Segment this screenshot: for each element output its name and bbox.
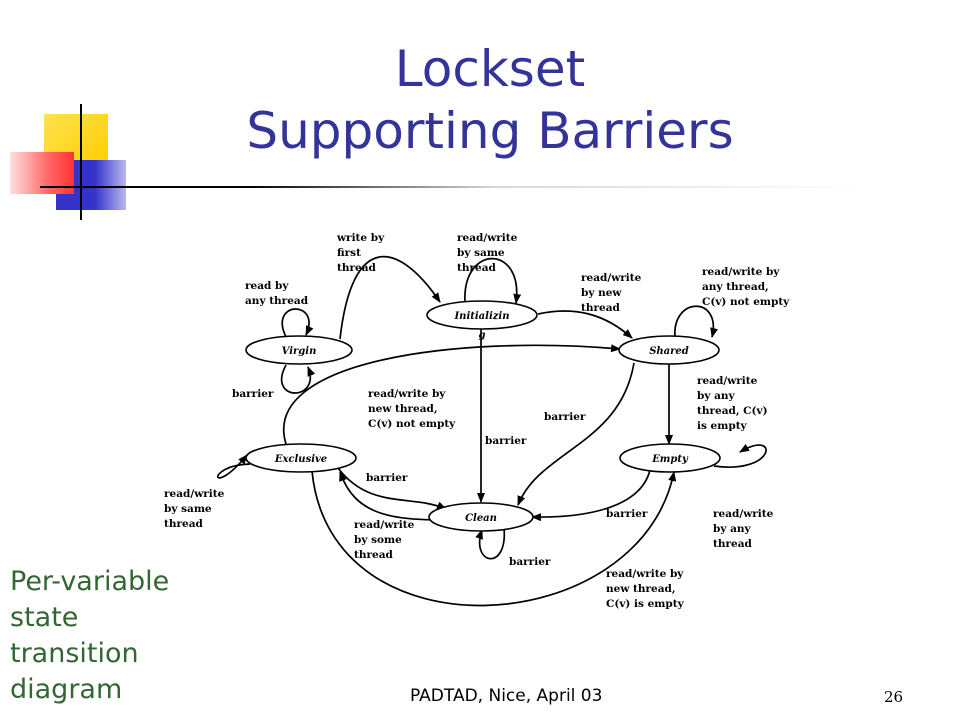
state-clean: Clean [428,502,534,532]
edge-initializing-to-shared [537,310,633,339]
state-label-empty: Empty [651,454,689,465]
edge-exclusive-to-shared [282,344,621,445]
label-barrier-exclusive: barrier [366,472,408,484]
label-rw-any-thread-cv-not-empty: read/write by any thread, C(v) not empty [702,266,790,308]
label-barrier-empty: barrier [606,508,648,520]
label-barrier-initializing: barrier [485,435,527,447]
label-barrier-virgin: barrier [232,388,274,400]
footer-text: PADTAD, Nice, April 03 [410,686,603,706]
edge-shared-to-clean [517,362,635,506]
diagram-caption: Per-variable state transition diagram [10,566,170,705]
label-read-by-any-thread: read by any thread [245,280,309,307]
state-label-clean: Clean [465,513,497,524]
edge-clean-self-barrier [475,527,505,560]
state-label-exclusive: Exclusive [274,454,327,465]
page-number: 26 [884,688,904,706]
label-barrier-shared: barrier [544,411,586,423]
edge-virgin-to-initializing [339,255,441,340]
edge-shared-self [674,305,719,338]
state-exclusive: Exclusive [245,443,357,473]
edge-exclusive-self [216,454,251,479]
edge-virgin-self-barrier [280,364,316,394]
label-rw-new-thread-cv-is-empty: read/write by new thread, C(v) is empty [606,568,684,610]
slide-title: Lockset Supporting Barriers [180,38,800,162]
edge-virgin-self-read [281,308,314,338]
edge-empty-self [713,443,767,468]
state-label-initializing-line1: Initializin [454,311,510,322]
label-rw-new-thread-cv-not-empty: read/write by new thread, C(v) not empty [368,388,456,430]
edge-exclusive-to-clean [337,467,447,510]
state-virgin: Virgin [245,335,353,365]
state-initializing: Initializin g [426,300,538,341]
edge-empty-to-clean [531,469,651,522]
state-label-initializing-line2: g [479,330,486,341]
deco-horizontal-line [40,186,870,188]
edge-exclusive-to-empty [311,470,677,607]
title-line-2: Supporting Barriers [246,102,734,160]
label-rw-same-thread-initializing: read/write by same thread [457,232,518,274]
label-write-by-first-thread: write by first thread [337,232,385,274]
state-label-shared: Shared [649,346,689,357]
state-label-virgin: Virgin [282,346,317,357]
label-rw-same-thread-exclusive: read/write by same thread [164,488,225,530]
label-rw-by-new-thread: read/write by new thread [581,272,642,314]
label-rw-by-any-thread-empty: read/write by any thread [713,508,774,550]
state-shared: Shared [618,335,720,365]
state-empty: Empty [619,443,721,473]
label-rw-by-some-thread: read/write by some thread [354,519,415,561]
label-rw-any-thread-cv-is-empty: read/write by any thread, C(v) is empty [697,375,768,432]
deco-vertical-line [80,104,82,220]
edge-initializing-self [464,257,522,304]
title-line-1: Lockset [394,40,586,98]
label-barrier-clean: barrier [509,556,551,568]
